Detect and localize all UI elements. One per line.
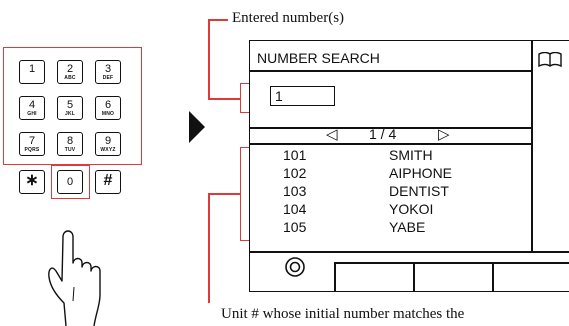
unit-match-label: Unit # whose initial number matches the — [221, 306, 465, 322]
key-4[interactable]: 4 GHI — [19, 96, 45, 120]
key-8[interactable]: 8 TUV — [57, 132, 83, 156]
screen-divider — [334, 262, 336, 292]
soft-key-1[interactable] — [336, 264, 412, 291]
key-star[interactable]: ∗ — [19, 170, 45, 194]
prev-page-button[interactable]: ◁ — [326, 126, 338, 143]
screen-title: NUMBER SEARCH — [257, 50, 380, 66]
input-highlight — [240, 83, 249, 113]
key-digit: 4 — [28, 99, 36, 111]
resident-name: SMITH — [389, 147, 433, 163]
key-0[interactable]: 0 — [57, 170, 83, 194]
callout-line — [208, 19, 210, 99]
screen-divider — [492, 262, 494, 292]
book-icon[interactable] — [537, 52, 563, 68]
key-digit: 9 — [104, 135, 112, 147]
page-indicator: 1 / 4 — [369, 126, 397, 142]
key-5[interactable]: 5 JKL — [57, 96, 83, 120]
screen-divider — [334, 262, 569, 264]
key-letters: WXYZ — [100, 147, 116, 153]
screen-divider — [249, 70, 532, 72]
key-letters: MNO — [101, 111, 115, 117]
number-input-value: 1 — [275, 88, 283, 104]
screen-divider — [531, 40, 533, 252]
unit-number: 104 — [283, 201, 307, 217]
screen-divider — [249, 127, 532, 129]
list-highlight — [240, 147, 249, 241]
callout-line — [208, 193, 240, 195]
key-6[interactable]: 6 MNO — [95, 96, 121, 120]
key-letters: JKL — [64, 111, 76, 117]
callout-line — [208, 193, 210, 303]
unit-number: 105 — [283, 219, 307, 235]
soft-key-3[interactable] — [494, 264, 569, 291]
key-digit: 0 — [66, 176, 74, 188]
unit-number: 103 — [283, 183, 307, 199]
key-digit: ∗ — [25, 172, 39, 189]
screen-divider — [413, 262, 415, 292]
key-7[interactable]: 7 PQRS — [19, 132, 45, 156]
soft-key-2[interactable] — [415, 264, 491, 291]
resident-name: AIPHONE — [389, 165, 453, 181]
key-digit: 7 — [28, 135, 36, 147]
key-letters: GHI — [27, 111, 37, 117]
key-digit: 8 — [66, 135, 74, 147]
keypad-highlight — [3, 47, 142, 165]
key-9[interactable]: 9 WXYZ — [95, 132, 121, 156]
resident-name: DENTIST — [389, 183, 449, 199]
next-page-button[interactable]: ▷ — [438, 126, 450, 143]
entered-number-label: Entered number(s) — [232, 10, 345, 26]
key-0-highlight — [51, 165, 90, 199]
number-input[interactable]: 1 — [270, 86, 335, 106]
callout-line — [208, 98, 240, 100]
resident-name: YOKOI — [389, 201, 434, 217]
callout-line — [208, 19, 228, 21]
screen-divider — [249, 251, 569, 253]
key-letters: DEF — [102, 75, 114, 81]
key-digit: 5 — [66, 99, 74, 111]
unit-number: 101 — [283, 147, 307, 163]
key-digit: 1 — [28, 63, 36, 75]
key-2[interactable]: 2 ABC — [57, 60, 83, 84]
key-hash[interactable]: # — [95, 170, 121, 194]
resident-name: YABE — [389, 219, 426, 235]
key-letters: PQRS — [24, 147, 40, 153]
hand-illustration — [48, 230, 101, 326]
home-icon[interactable] — [283, 256, 307, 278]
key-digit: # — [103, 172, 113, 189]
number-search-screen — [249, 40, 569, 292]
right-arrow-icon — [189, 111, 205, 143]
unit-number: 102 — [283, 165, 307, 181]
key-digit: 2 — [66, 63, 74, 75]
screen-divider — [249, 143, 532, 145]
key-digit: 6 — [104, 99, 112, 111]
key-1[interactable]: 1 — [19, 60, 45, 84]
key-digit: 3 — [104, 63, 112, 75]
key-3[interactable]: 3 DEF — [95, 60, 121, 84]
key-letters: TUV — [64, 147, 76, 153]
key-letters: ABC — [64, 75, 76, 81]
